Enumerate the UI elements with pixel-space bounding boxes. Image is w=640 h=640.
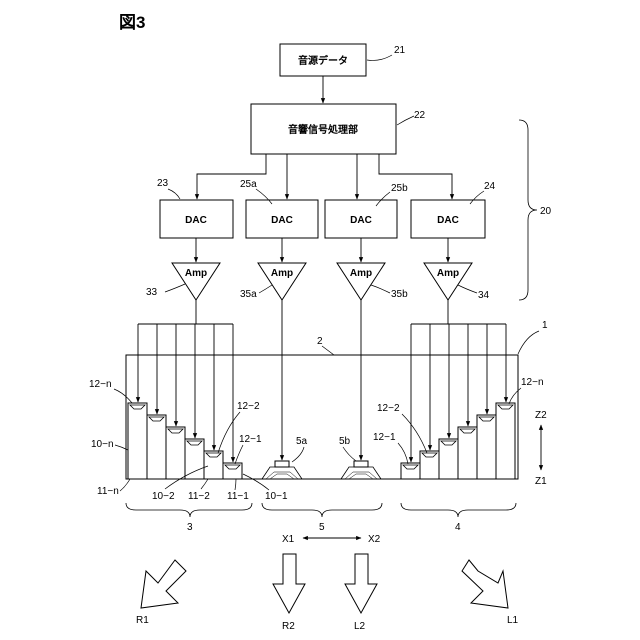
left-speaker-array [128,403,242,479]
dac-25b-ref: 25b [391,183,408,194]
left-ref-10n: 10−n [91,439,114,450]
left-array-brace [126,503,252,517]
direction-arrow-r1 [141,560,186,608]
axis-z2: Z2 [535,410,547,421]
amp-35a-ref: 35a [240,289,257,300]
signal-processor-ref: 22 [414,110,426,121]
source-ref: 21 [394,45,406,56]
figure-title: 図3 [119,13,145,32]
amp-33: Amp [172,263,220,300]
dac-25b-block: DAC [325,200,397,238]
right-array-ref: 4 [455,522,461,533]
amp-34: Amp [424,263,472,300]
direction-l1-label: L1 [507,615,519,626]
dac-24-label: DAC [437,215,459,226]
housing-ref: 2 [317,336,323,347]
source-block: 音源データ [280,44,366,76]
center-pair-ref: 5 [319,522,325,533]
amp-33-label: Amp [185,268,207,279]
left-ref-11-2: 11−2 [188,491,210,502]
right-ref-12-2: 12−2 [377,403,400,414]
direction-l2-label: L2 [354,621,366,632]
source-label: 音源データ [298,54,348,67]
amp-35a-label: Amp [271,268,293,279]
center-speaker-5b-ref: 5b [339,436,351,447]
device-ref: 1 [542,320,548,331]
amp-35b-label: Amp [350,268,372,279]
dac-25b-label: DAC [350,215,372,226]
signal-processor-label: 音響信号処理部 [288,123,358,136]
right-ref-12n: 12−n [521,377,544,388]
dac-24-ref: 24 [484,181,496,192]
right-array-brace [401,503,516,517]
amp-35b: Amp [337,263,385,300]
left-ref-12n: 12−n [89,379,112,390]
amp-34-ref: 34 [478,290,490,301]
dac-23-block: DAC [160,200,233,238]
right-ref-12-1: 12−1 [373,432,396,443]
dac-24-block: DAC [411,200,485,238]
axis-z1: Z1 [535,476,547,487]
left-ref-12-2: 12−2 [237,401,260,412]
signal-processor-block: 音響信号処理部 [251,104,396,154]
amp-33-ref: 33 [146,287,158,298]
direction-r1-label: R1 [136,615,149,626]
center-pair-brace [262,503,382,517]
center-speaker-5a-ref: 5a [296,436,308,447]
axis-x2: X2 [368,534,381,545]
direction-arrow-r2 [273,554,305,613]
dac-25a-block: DAC [246,200,318,238]
dac-25a-ref: 25a [240,179,257,190]
electronics-ref: 20 [540,206,552,217]
left-ref-11-1: 11−1 [227,491,249,502]
direction-r2-label: R2 [282,621,295,632]
left-ref-11n: 11−n [97,486,119,497]
amp-34-label: Amp [437,268,459,279]
left-ref-10-2: 10−2 [152,491,175,502]
dac-23-label: DAC [185,215,207,226]
center-speaker-5a [262,461,302,479]
center-speaker-5b [341,461,381,479]
right-speaker-array [401,403,515,479]
left-array-ref: 3 [187,522,193,533]
electronics-bracket [519,120,537,300]
axis-x1: X1 [282,534,295,545]
amp-35a: Amp [258,263,306,300]
direction-arrow-l2 [345,554,377,613]
left-ref-10-1: 10−1 [265,491,288,502]
left-ref-12-1: 12−1 [239,434,262,445]
direction-arrow-l1 [462,560,508,608]
amp-35b-ref: 35b [391,289,408,300]
dac-25a-label: DAC [271,215,293,226]
dac-23-ref: 23 [157,178,169,189]
